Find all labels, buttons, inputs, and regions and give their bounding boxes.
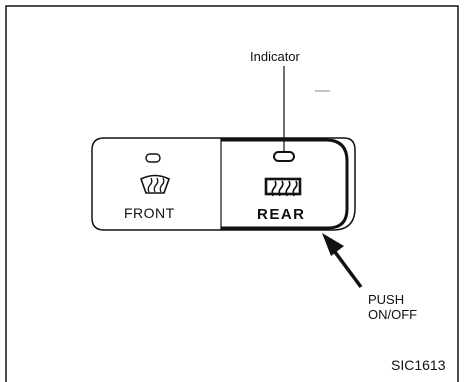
front-indicator-lamp xyxy=(145,153,161,163)
rear-button-outline[interactable] xyxy=(221,138,349,230)
push-label: PUSH xyxy=(368,292,405,307)
push-callout: PUSH ON/OFF xyxy=(368,292,417,322)
figure-border xyxy=(5,5,459,382)
indicator-label: Indicator xyxy=(250,49,300,64)
push-arrow-icon xyxy=(322,233,363,289)
front-button-label: FRONT xyxy=(124,205,175,221)
on-off-label: ON/OFF xyxy=(368,307,418,322)
rear-button-label: REAR xyxy=(257,206,306,223)
windshield-defroster-icon xyxy=(140,174,170,194)
switch-panel-outline xyxy=(91,137,356,231)
figure-code: SIC1613 xyxy=(391,357,446,373)
rear-indicator-lamp xyxy=(273,151,295,162)
rear-window-defogger-icon xyxy=(264,177,302,197)
